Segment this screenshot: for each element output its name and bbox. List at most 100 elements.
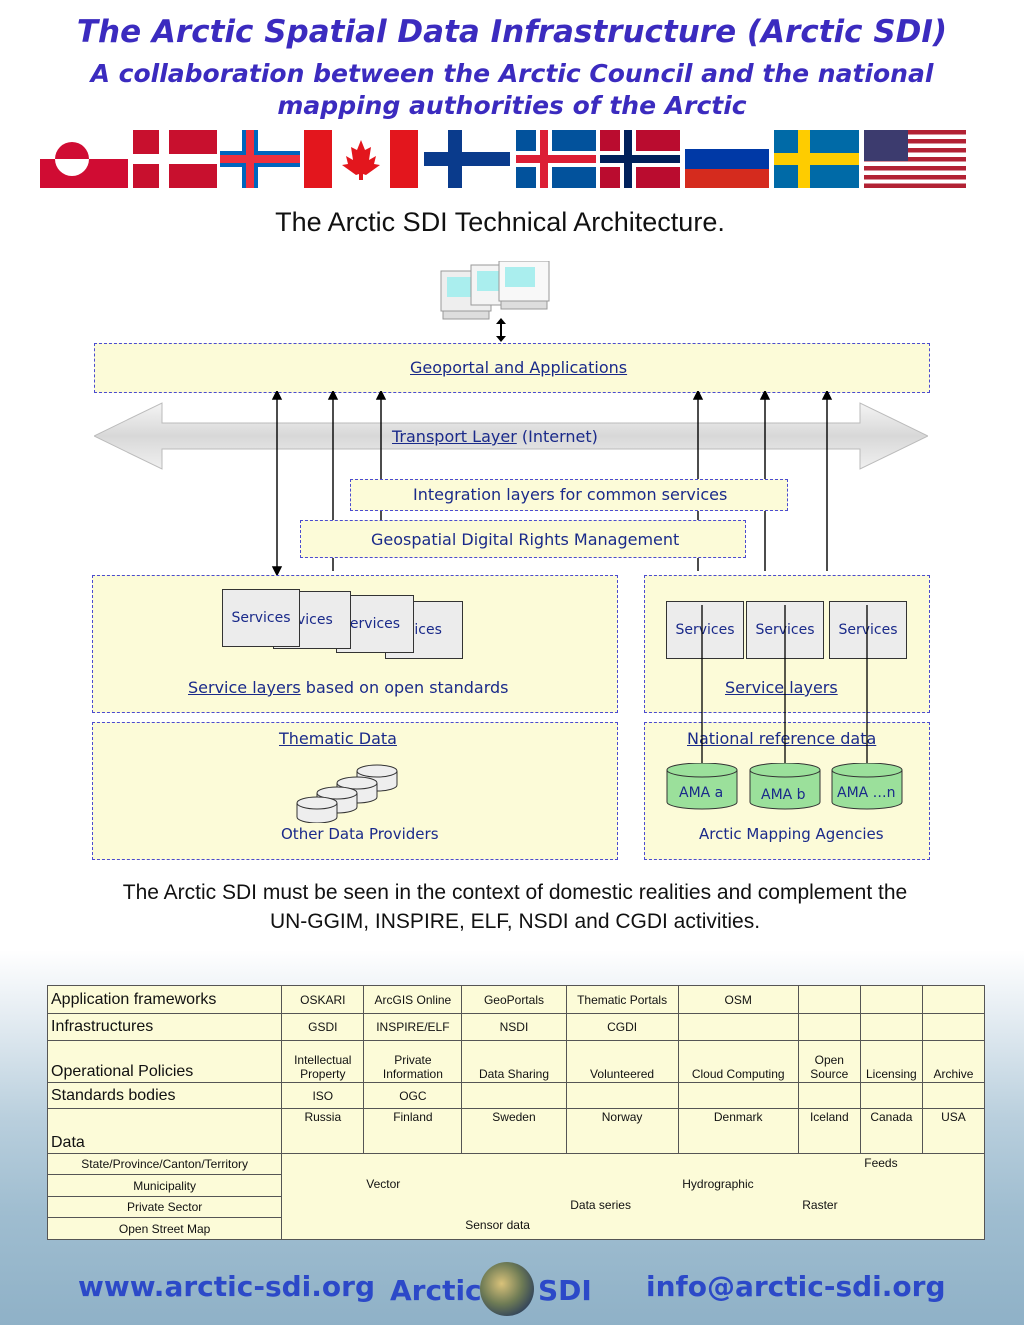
ama-b-label: AMA b (761, 787, 806, 803)
table-row: Data Russia Finland Sweden Norway Denmar… (46, 1108, 986, 1154)
table-cell: ArcGIS Online (363, 984, 463, 1015)
transport-rest: (Internet) (516, 427, 598, 446)
table-cell (677, 1013, 799, 1041)
email-link[interactable]: info@arctic-sdi.org (646, 1270, 946, 1303)
data-type: Hydrographic (682, 1177, 754, 1192)
table-cell (859, 1013, 923, 1041)
table-row: State/Province/Canton/Territory Feeds Ve… (46, 1152, 985, 1241)
data-type: Feeds (864, 1156, 898, 1171)
table-cell: Denmark (677, 1108, 799, 1154)
faroe-islands-flag (220, 130, 300, 188)
table-row: Application frameworks OSKARI ArcGIS Onl… (46, 984, 986, 1015)
table-cell: NSDI (461, 1013, 567, 1041)
data-types-cell: Feeds Vector Hydrographic Data series Ra… (281, 1152, 985, 1241)
table-cell: OGC (363, 1082, 463, 1110)
drm-label: Geospatial Digital Rights Management (371, 530, 680, 549)
sweden-flag (774, 130, 859, 188)
transport-arrow (94, 402, 928, 470)
other-providers-label: Other Data Providers (281, 825, 439, 843)
table-cell: Archive (921, 1039, 986, 1084)
table-cell: Norway (565, 1108, 679, 1154)
architecture-diagram: Geoportal and Applications Transport Lay… (80, 255, 940, 875)
service-layers-rest: based on open standards (300, 678, 509, 697)
transport-label: Transport Layer (Internet) (392, 427, 598, 446)
table-cell: Cloud Computing (677, 1039, 799, 1084)
row-label: Application frameworks (46, 984, 283, 1015)
drm-box: Geospatial Digital Rights Management (300, 520, 746, 558)
page-subtitle: A collaboration between the Arctic Counc… (0, 58, 1024, 122)
table-cell: OSM (677, 984, 799, 1015)
cell-line: Private (394, 1053, 432, 1068)
row-label: Infrastructures (46, 1013, 283, 1041)
logo-arctic: Arctic (390, 1274, 482, 1307)
table-row: Open Street Map (46, 1217, 985, 1240)
service-layers-link[interactable]: Service layers (188, 678, 301, 697)
table-cell: Licensing (859, 1039, 923, 1084)
right-service-layers-label: Service layers (725, 678, 838, 697)
thematic-data-label: Thematic Data (279, 729, 397, 748)
framework-table: Application frameworks OSKARI ArcGIS Onl… (46, 984, 986, 1241)
table-cell: GSDI (281, 1013, 365, 1041)
table-cell (677, 1082, 799, 1110)
right-service-box-1: Services (666, 601, 744, 659)
table-row: Infrastructures GSDI INSPIRE/ELF NSDI CG… (46, 1013, 986, 1041)
website-link[interactable]: www.arctic-sdi.org (78, 1270, 375, 1303)
geoportal-box: Geoportal and Applications (94, 343, 930, 393)
globe-logo-icon (480, 1262, 534, 1316)
data-types-area: Feeds Vector Hydrographic Data series Ra… (282, 1154, 984, 1238)
table-cell: OSKARI (281, 984, 365, 1015)
geoportal-label: Geoportal and Applications (410, 358, 628, 377)
table-cell: ISO (281, 1082, 365, 1110)
table-cell (859, 984, 923, 1015)
table-cell: USA (921, 1108, 986, 1154)
finland-flag (424, 130, 510, 188)
table-row: Municipality (46, 1174, 985, 1197)
national-ref-label: National reference data (687, 729, 877, 748)
service-box-1: Services (222, 589, 300, 647)
service-layers-label: Service layers based on open standards (188, 678, 509, 697)
logo-sdi: SDI (538, 1274, 592, 1307)
ama-databases (666, 763, 903, 810)
cell-line: Information (382, 1067, 443, 1082)
sub-row-label: Municipality (46, 1174, 283, 1197)
table-cell: Finland (363, 1108, 463, 1154)
context-line-2: UN-GGIM, INSPIRE, ELF, NSDI and CGDI act… (269, 910, 761, 933)
computers-icon (440, 261, 550, 320)
national-connectors (701, 605, 868, 773)
table-cell (859, 1082, 923, 1110)
table-cell: INSPIRE/ELF (363, 1013, 463, 1041)
flag-row (40, 130, 970, 190)
transport-link[interactable]: Transport Layer (392, 427, 517, 446)
table-cell (797, 984, 861, 1015)
context-line-1: The Arctic SDI must be seen in the conte… (122, 881, 908, 904)
table-cell: Sweden (461, 1108, 567, 1154)
table-cell (921, 1082, 986, 1110)
row-label: Operational Policies (46, 1039, 283, 1084)
data-type: Vector (366, 1177, 401, 1192)
table-cell (921, 984, 986, 1015)
table-row: Standards bodies ISO OGC (46, 1082, 986, 1110)
sub-row-label: Private Sector (46, 1195, 283, 1219)
data-type: Sensor data (465, 1218, 530, 1233)
row-label: Data (46, 1108, 283, 1154)
table-cell (921, 1013, 986, 1041)
table-cell (461, 1082, 567, 1110)
denmark-flag (133, 130, 217, 188)
double-arrow-icon (496, 318, 506, 342)
cell-line: Property (300, 1067, 346, 1082)
architecture-heading: The Arctic SDI Technical Architecture. (275, 207, 725, 237)
table-cell (797, 1082, 861, 1110)
integration-label: Integration layers for common services (413, 485, 728, 504)
norway-flag (600, 130, 680, 188)
row-label: Standards bodies (46, 1082, 283, 1110)
page-title: The Arctic Spatial Data Infrastructure (… (76, 14, 948, 50)
canada-flag (304, 130, 418, 188)
subtitle-line-2: mapping authorities of the Arctic (277, 91, 747, 120)
table-cell (565, 1082, 679, 1110)
table-cell: GeoPortals (461, 984, 567, 1015)
database-stack-icon (296, 764, 398, 823)
national-panel: National reference data AMA a AMA b AMA … (644, 605, 930, 860)
russia-flag (685, 130, 769, 188)
